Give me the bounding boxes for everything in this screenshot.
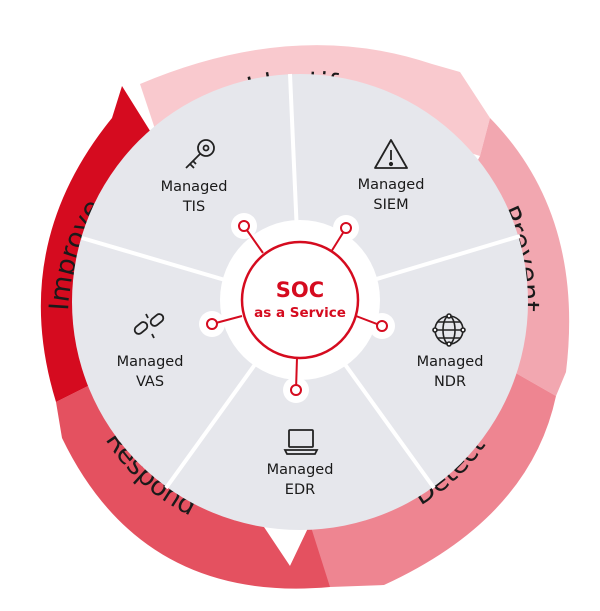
service-vas-line2: VAS (136, 374, 164, 390)
center-title: SOC (276, 278, 324, 302)
key-icon (185, 139, 215, 169)
service-tis-line1: Managed (161, 179, 228, 195)
service-vas-line1: Managed (117, 354, 184, 370)
service-ndr-line1: Managed (417, 354, 484, 370)
broken-chain-icon (133, 313, 165, 339)
hub-connectors (206, 220, 388, 396)
service-edr-line1: Managed (267, 462, 334, 478)
center-hub: SOC as a Service (206, 220, 388, 396)
service-siem: Managed SIEM (358, 139, 425, 213)
service-edr-line2: EDR (285, 482, 315, 498)
service-edr: Managed EDR (267, 429, 334, 498)
service-siem-line2: SIEM (373, 197, 408, 213)
service-tis-line2: TIS (182, 199, 205, 215)
warning-icon (374, 139, 408, 169)
service-ndr-line2: NDR (434, 374, 466, 390)
globe-network-icon (432, 313, 466, 347)
service-tis: Managed TIS (161, 139, 228, 215)
center-subtitle: as a Service (254, 305, 346, 321)
service-siem-line1: Managed (358, 177, 425, 193)
service-ndr: Managed NDR (417, 313, 484, 390)
laptop-icon (283, 429, 319, 455)
service-vas: Managed VAS (117, 313, 184, 390)
